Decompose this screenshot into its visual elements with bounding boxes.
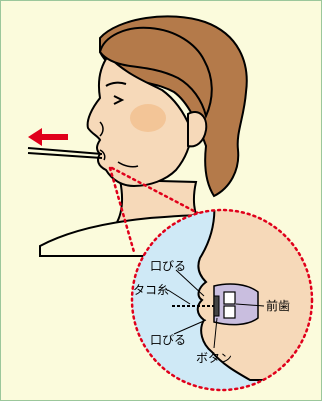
label-kite-string: タコ糸 [133,283,169,297]
label-lip-lower: 口びる [150,333,186,347]
lower-tooth [224,306,235,318]
left-arrow-icon [28,128,68,146]
cheek-blush [130,104,166,132]
button-disc [214,296,219,316]
label-front-teeth: 前歯 [266,298,290,313]
label-lip-upper: 口びる [150,259,186,273]
label-button: ボタン [196,351,232,365]
upper-tooth [224,292,235,304]
